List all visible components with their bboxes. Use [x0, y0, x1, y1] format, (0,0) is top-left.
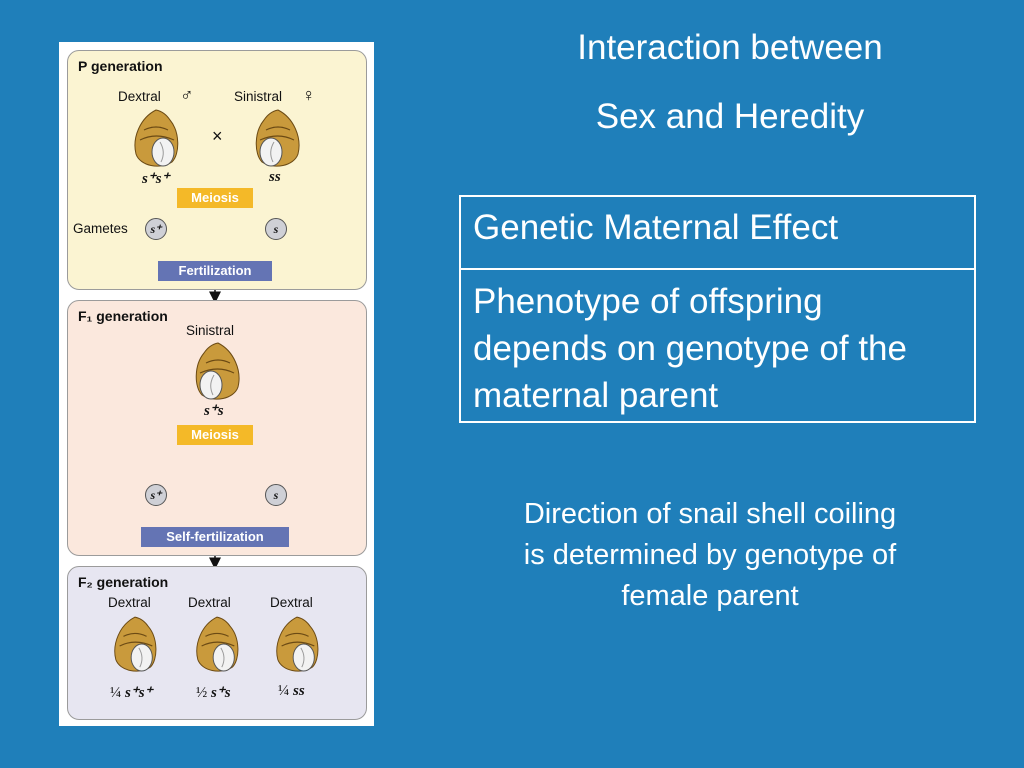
- f1-generation-panel: F₁ generation Sinistral s⁺s Meiosis s⁺ s…: [67, 300, 367, 556]
- definition-body: Phenotype of offspring depends on genoty…: [473, 282, 907, 415]
- male-phenotype-label: Dextral: [118, 89, 161, 104]
- cross-symbol: ×: [212, 126, 223, 146]
- slide-title-line-2: Sex and Heredity: [595, 97, 865, 136]
- sinistral-shell-icon: [255, 109, 300, 167]
- dextral-shell-icon: [114, 616, 157, 672]
- female-gamete: s: [265, 218, 287, 240]
- female-symbol: ♀: [302, 85, 316, 105]
- male-symbol: ♂: [180, 85, 194, 105]
- slide-title-line-1: Interaction between: [577, 28, 883, 67]
- f2-offspring-2-phenotype: Dextral: [188, 595, 231, 610]
- sinistral-shell-icon: [195, 342, 240, 400]
- f2-offspring-1-ratio: ¼ s⁺s⁺: [110, 685, 153, 701]
- definition-heading: Genetic Maternal Effect: [473, 208, 839, 247]
- f2-offspring-3-ratio: ¼ ss: [278, 683, 305, 699]
- f2-offspring-1-phenotype: Dextral: [108, 595, 151, 610]
- f2-generation-panel: F₂ generation Dextral Dextral Dextral ¼ …: [67, 566, 367, 720]
- f2-offspring-2-ratio: ½ s⁺s: [196, 685, 231, 701]
- f2-offspring-3-phenotype: Dextral: [270, 595, 313, 610]
- dextral-shell-icon: [134, 109, 179, 167]
- definition-heading-cell: Genetic Maternal Effect: [461, 197, 974, 270]
- f1-generation-title: F₁ generation: [78, 308, 168, 324]
- female-phenotype-label: Sinistral: [234, 89, 283, 104]
- p-generation-title: P generation: [78, 58, 163, 74]
- f1-gamete-1: s⁺: [145, 484, 167, 506]
- f1-gamete-2: s: [265, 484, 287, 506]
- self-fertilization-tag: Self-fertilization: [141, 527, 289, 547]
- dextral-shell-icon: [196, 616, 239, 672]
- f1-meiosis-tag: Meiosis: [177, 425, 253, 445]
- caption-text: Direction of snail shell coiling is dete…: [523, 498, 897, 612]
- f1-genotype: s⁺s: [204, 403, 224, 419]
- male-gamete: s⁺: [145, 218, 167, 240]
- f2-generation-title: F₂ generation: [78, 574, 169, 590]
- gametes-label: Gametes: [73, 221, 128, 236]
- definition-box: Genetic Maternal Effect Phenotype of off…: [459, 195, 976, 423]
- genetics-diagram: P generation Dextral ♂ Sinistral ♀ × s⁺s…: [59, 42, 374, 726]
- f1-phenotype-label: Sinistral: [186, 323, 235, 338]
- male-genotype: s⁺s⁺: [142, 171, 170, 187]
- female-genotype: ss: [269, 169, 281, 185]
- p-generation-panel: P generation Dextral ♂ Sinistral ♀ × s⁺s…: [67, 50, 367, 290]
- fertilization-tag: Fertilization: [158, 261, 272, 281]
- meiosis-tag: Meiosis: [177, 188, 253, 208]
- dextral-shell-icon: [276, 616, 319, 672]
